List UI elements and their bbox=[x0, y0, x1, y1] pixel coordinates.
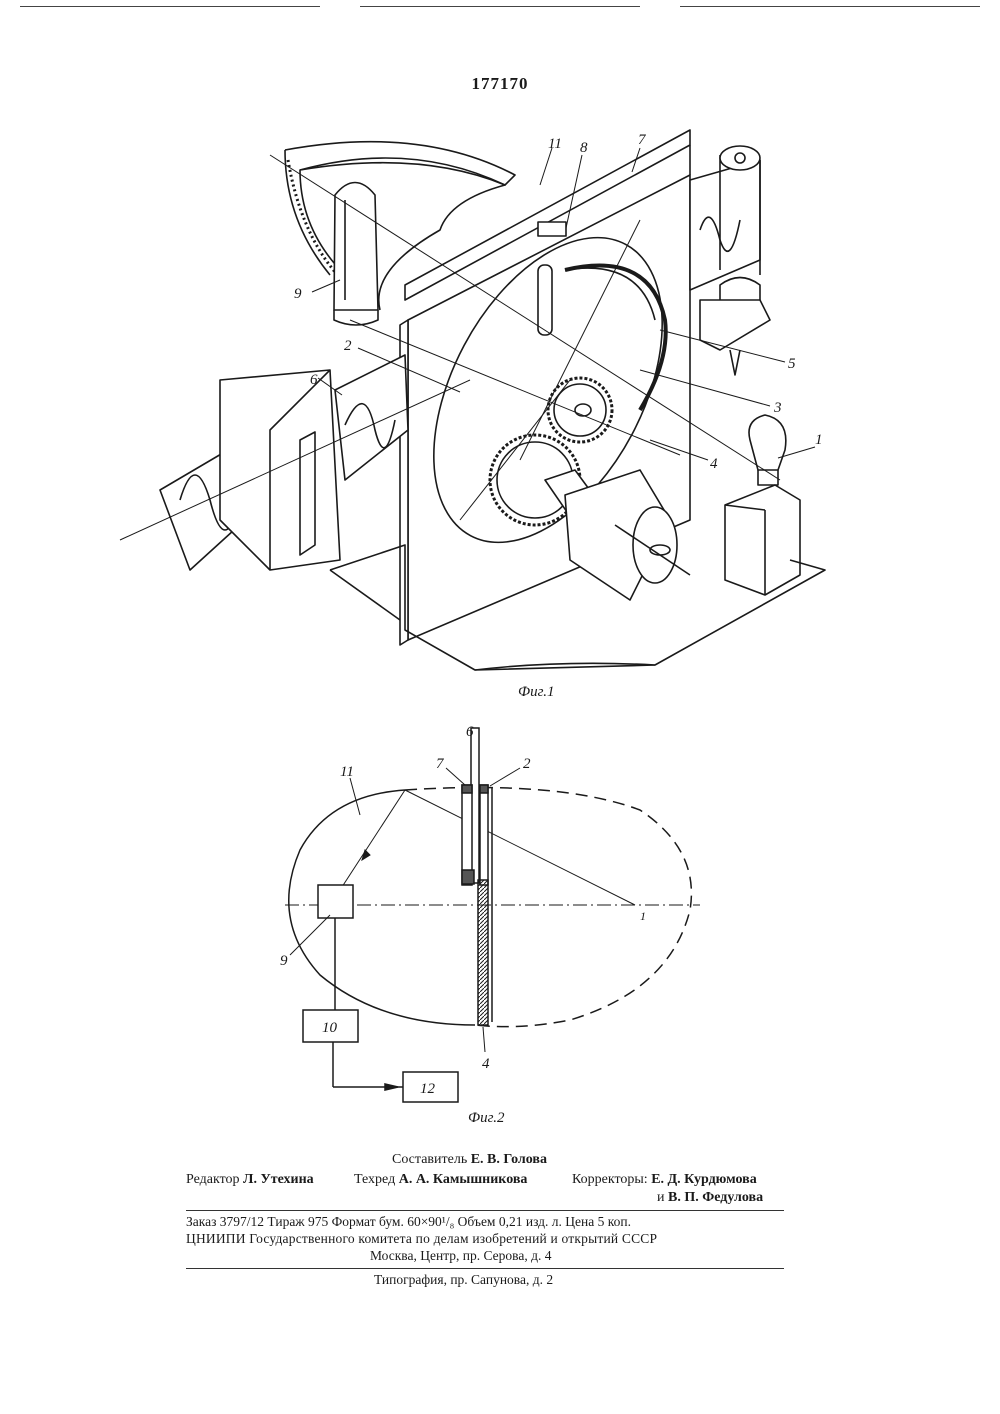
corrector-2-prefix: и bbox=[657, 1190, 665, 1205]
address-line: Москва, Центр, пр. Серова, д. 4 bbox=[370, 1248, 551, 1264]
callout-9: 9 bbox=[280, 953, 288, 969]
institute-line: ЦНИИПИ Государственного комитета по дела… bbox=[186, 1231, 657, 1247]
callout-11: 11 bbox=[548, 136, 562, 152]
figure-2-caption: Фиг.2 bbox=[468, 1110, 504, 1127]
divider bbox=[186, 1268, 784, 1269]
callout-11: 11 bbox=[340, 764, 354, 780]
corrector-2-line: и В. П. Федулова bbox=[657, 1190, 763, 1206]
divider bbox=[186, 1210, 784, 1211]
callout-4: 4 bbox=[710, 456, 718, 472]
callout-5: 5 bbox=[788, 356, 796, 372]
callout-12: 12 bbox=[420, 1081, 436, 1097]
figure-2-drawing: 6 7 2 11 1 9 10 4 12 bbox=[0, 700, 1000, 1120]
callout-8: 8 bbox=[580, 140, 588, 156]
techred-label: Техред bbox=[354, 1172, 395, 1187]
figure-1-caption: Фиг.1 bbox=[518, 684, 554, 701]
film-6 bbox=[160, 355, 408, 570]
correctors-label: Корректоры: bbox=[572, 1172, 648, 1187]
compiler-line: Составитель Е. В. Голова bbox=[392, 1152, 547, 1168]
editor-line: Редактор Л. Утехина bbox=[186, 1172, 314, 1188]
printing-line: Типография, пр. Сапунова, д. 2 bbox=[374, 1272, 553, 1288]
callout-6: 6 bbox=[466, 724, 474, 740]
callout-10: 10 bbox=[322, 1020, 338, 1036]
reflector-11-dashed bbox=[405, 788, 691, 1027]
callout-1: 1 bbox=[815, 432, 823, 448]
lamp-1 bbox=[725, 415, 800, 595]
compiler-label: Составитель bbox=[392, 1152, 467, 1167]
correctors-line: Корректоры: Е. Д. Курдюмова bbox=[572, 1172, 757, 1188]
callout-9: 9 bbox=[294, 286, 302, 302]
figure-1-drawing: 11 7 8 9 2 6 5 3 1 4 bbox=[0, 0, 1000, 700]
callout-4: 4 bbox=[482, 1056, 490, 1072]
callout-7: 7 bbox=[638, 132, 647, 148]
techred-line: Техред А. А. Камышникова bbox=[354, 1172, 527, 1188]
corrector-1: Е. Д. Курдюмова bbox=[651, 1172, 757, 1187]
lamp-9 bbox=[334, 183, 378, 326]
techred-name: А. А. Камышникова bbox=[399, 1172, 528, 1187]
compiler-name: Е. В. Голова bbox=[471, 1152, 547, 1167]
corrector-2: В. П. Федулова bbox=[668, 1190, 763, 1205]
callout-3: 3 bbox=[773, 400, 782, 416]
callout-2: 2 bbox=[523, 756, 531, 772]
order-line: Заказ 3797/12 Тираж 975 Формат бум. 60×9… bbox=[186, 1214, 631, 1230]
callout-2: 2 bbox=[344, 338, 352, 354]
callout-6: 6 bbox=[310, 372, 318, 388]
editor-label: Редактор bbox=[186, 1172, 240, 1187]
callout-7: 7 bbox=[436, 756, 445, 772]
editor-name: Л. Утехина bbox=[243, 1172, 314, 1187]
callout-1: 1 bbox=[640, 909, 646, 923]
